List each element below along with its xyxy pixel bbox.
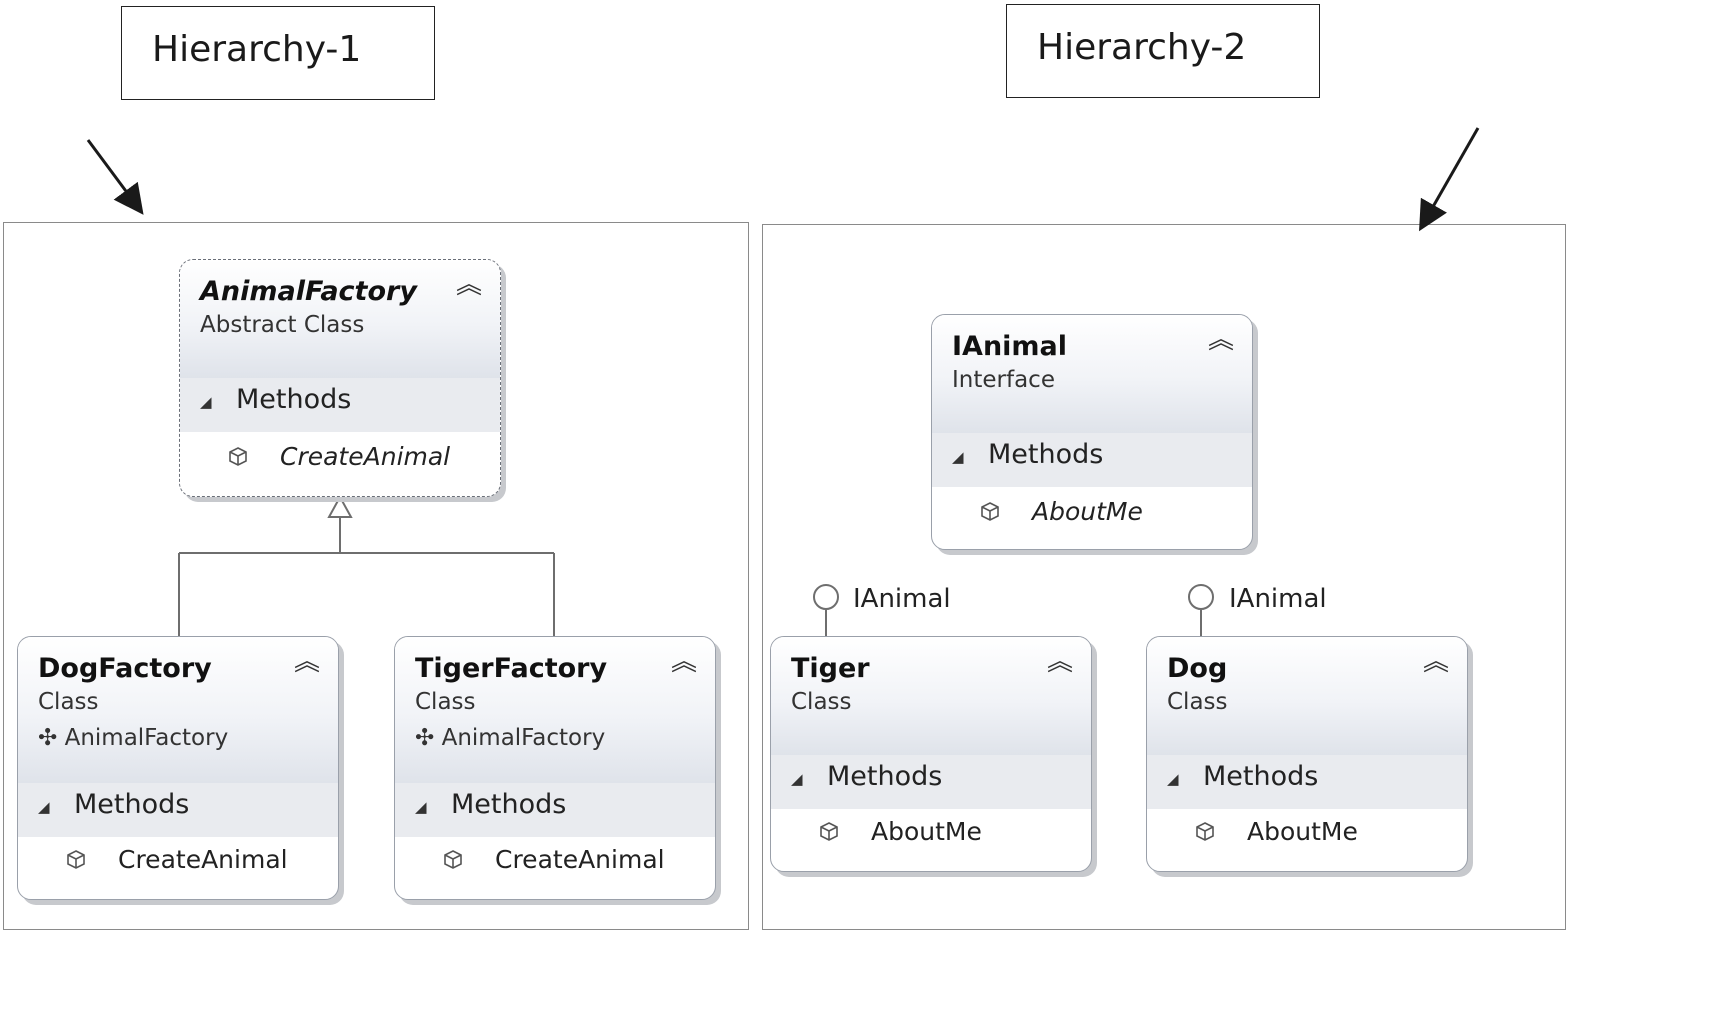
- ianimal-interface-box[interactable]: IAnimal Interface ︽ ◢ Methods AboutMe: [931, 314, 1253, 550]
- inherit-arrow-icon: ✣: [38, 725, 58, 751]
- triangle-expand-icon[interactable]: ◢: [1167, 770, 1179, 788]
- section-label: Methods: [988, 439, 1104, 470]
- method-cube-icon: [980, 501, 1000, 527]
- method-cube-icon: [66, 849, 86, 875]
- methods-section[interactable]: ◢ Methods: [18, 783, 338, 837]
- inherit-arrow-icon: ✣: [415, 725, 435, 751]
- dog-class-box[interactable]: Dog Class ︽ ◢ Methods AboutMe: [1146, 636, 1468, 872]
- section-label: Methods: [827, 761, 943, 792]
- dog-lollipop-icon: [1188, 584, 1214, 636]
- tiger-lollipop-icon: [813, 584, 839, 636]
- methods-section[interactable]: ◢ Methods: [771, 755, 1091, 809]
- collapse-icon[interactable]: ︽: [1046, 647, 1073, 677]
- section-label: Methods: [451, 789, 567, 820]
- triangle-expand-icon[interactable]: ◢: [38, 798, 50, 816]
- class-kind: Class: [791, 689, 852, 715]
- method-row[interactable]: CreateAnimal: [395, 841, 715, 885]
- triangle-expand-icon[interactable]: ◢: [791, 770, 803, 788]
- inheritance-connector: [178, 517, 555, 636]
- collapse-icon[interactable]: ︽: [1207, 325, 1234, 355]
- class-kind: Class: [38, 689, 99, 715]
- method-cube-icon: [443, 849, 463, 875]
- class-header: [395, 637, 715, 783]
- hierarchy-2-label-box: Hierarchy-2: [1006, 4, 1320, 98]
- method-name: CreateAnimal: [118, 845, 288, 874]
- section-label: Methods: [74, 789, 190, 820]
- dog-factory-class-box[interactable]: DogFactory Class ✣ AnimalFactory ︽ ◢ Met…: [17, 636, 339, 900]
- class-name: Tiger: [791, 653, 870, 684]
- collapse-icon[interactable]: ︽: [293, 647, 320, 677]
- tiger-interface-label: IAnimal: [853, 584, 951, 614]
- class-name: DogFactory: [38, 653, 212, 684]
- class-name: Dog: [1167, 653, 1228, 684]
- hierarchy-2-pointer-arrow: [1419, 127, 1480, 232]
- hierarchy-2-label: Hierarchy-2: [1037, 27, 1247, 68]
- class-header: [1147, 637, 1467, 755]
- method-cube-icon: [228, 446, 248, 472]
- method-row[interactable]: CreateAnimal: [180, 438, 500, 482]
- inheritance-arrowhead: [327, 494, 353, 518]
- method-name: AboutMe: [1247, 817, 1358, 846]
- hierarchy-1-label-box: Hierarchy-1: [121, 6, 435, 100]
- method-name: AboutMe: [871, 817, 982, 846]
- section-label: Methods: [1203, 761, 1319, 792]
- methods-section[interactable]: ◢ Methods: [932, 433, 1252, 487]
- class-kind: Interface: [952, 367, 1055, 393]
- hierarchy-1-pointer-arrow: [86, 139, 144, 215]
- base-class: ✣ AnimalFactory: [415, 725, 605, 751]
- methods-section[interactable]: ◢ Methods: [395, 783, 715, 837]
- base-class: ✣ AnimalFactory: [38, 725, 228, 751]
- method-cube-icon: [1195, 821, 1215, 847]
- class-header: [18, 637, 338, 783]
- method-row[interactable]: AboutMe: [932, 493, 1252, 537]
- tiger-factory-class-box[interactable]: TigerFactory Class ✣ AnimalFactory ︽ ◢ M…: [394, 636, 716, 900]
- method-name: AboutMe: [1032, 497, 1143, 526]
- triangle-expand-icon[interactable]: ◢: [415, 798, 427, 816]
- methods-section[interactable]: ◢ Methods: [180, 378, 500, 432]
- class-kind: Class: [415, 689, 476, 715]
- collapse-icon[interactable]: ︽: [455, 270, 482, 300]
- section-label: Methods: [236, 384, 352, 415]
- dog-interface-label: IAnimal: [1229, 584, 1327, 614]
- base-class-name: AnimalFactory: [441, 725, 606, 751]
- class-header: [180, 260, 500, 378]
- method-row[interactable]: AboutMe: [771, 813, 1091, 857]
- triangle-expand-icon[interactable]: ◢: [952, 448, 964, 466]
- class-name: IAnimal: [952, 331, 1068, 362]
- method-name: CreateAnimal: [280, 442, 451, 471]
- base-class-name: AnimalFactory: [64, 725, 229, 751]
- class-kind: Abstract Class: [200, 312, 365, 338]
- class-header: [771, 637, 1091, 755]
- hierarchy-1-label: Hierarchy-1: [152, 29, 362, 70]
- collapse-icon[interactable]: ︽: [1422, 647, 1449, 677]
- class-header: [932, 315, 1252, 433]
- method-name: CreateAnimal: [495, 845, 665, 874]
- methods-section[interactable]: ◢ Methods: [1147, 755, 1467, 809]
- method-row[interactable]: CreateAnimal: [18, 841, 338, 885]
- class-name: TigerFactory: [415, 653, 608, 684]
- tiger-class-box[interactable]: Tiger Class ︽ ◢ Methods AboutMe: [770, 636, 1092, 872]
- class-kind: Class: [1167, 689, 1228, 715]
- method-row[interactable]: AboutMe: [1147, 813, 1467, 857]
- method-cube-icon: [819, 821, 839, 847]
- animal-factory-class-box[interactable]: AnimalFactory Abstract Class ︽ ◢ Methods…: [179, 259, 501, 497]
- collapse-icon[interactable]: ︽: [670, 647, 697, 677]
- class-name: AnimalFactory: [200, 276, 417, 307]
- triangle-expand-icon[interactable]: ◢: [200, 393, 212, 411]
